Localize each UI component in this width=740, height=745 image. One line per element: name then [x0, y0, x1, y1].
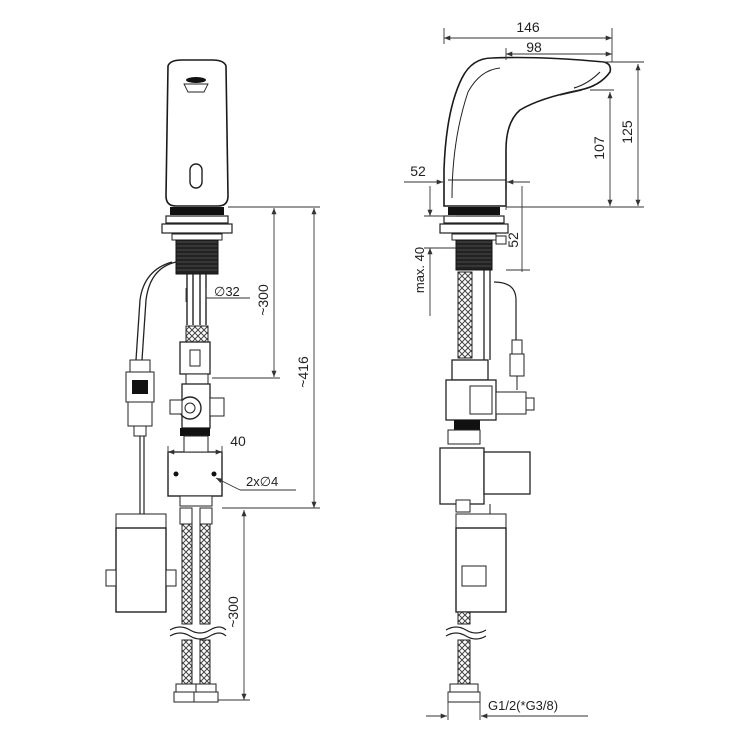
- dim-107: 107: [591, 136, 607, 160]
- side-dimensions: 146 98 107 125 52 52 max. 40: [404, 19, 644, 720]
- side-view: 146 98 107 125 52 52 max. 40: [404, 19, 644, 720]
- side-valve-block: [439, 359, 535, 513]
- side-braided-hose: [445, 611, 487, 703]
- dim-52-top: 52: [410, 163, 426, 179]
- dim-52-side: 52: [505, 232, 521, 248]
- dim-98: 98: [526, 39, 542, 55]
- dim-max-40: max. 40: [412, 247, 427, 293]
- sensor-window-icon: [186, 77, 206, 83]
- front-supply-tubes: [179, 274, 211, 385]
- side-faucet-body: [443, 56, 612, 207]
- front-mounting-base: [161, 207, 233, 275]
- front-braided-hoses: [169, 507, 227, 703]
- dim-125: 125: [619, 120, 635, 144]
- dim-diameter-32: ∅32: [214, 284, 240, 299]
- front-valve-block: [167, 383, 225, 507]
- mount-hole-right: [211, 471, 217, 477]
- front-sensor-cable: [125, 261, 177, 514]
- side-supply-tubes: [457, 270, 525, 390]
- dim-thread: G1/2(*G3/8): [488, 698, 558, 713]
- dim-40-width: 40: [230, 433, 246, 449]
- dim-holes: 2x∅4: [246, 474, 278, 489]
- front-dimensions: ~300 ∅32 ~416 40 2x∅4 ~300: [167, 206, 320, 701]
- mount-hole-left: [173, 471, 179, 477]
- front-control-box: [105, 513, 177, 613]
- dim-300-lower: ~300: [225, 596, 241, 628]
- indicator-slot: [189, 163, 203, 189]
- front-faucet-body: [165, 59, 229, 207]
- front-view: ~300 ∅32 ~416 40 2x∅4 ~300: [105, 59, 320, 703]
- dim-146: 146: [516, 19, 540, 35]
- side-mounting-base: [439, 207, 509, 271]
- dim-416: ~416: [295, 356, 311, 388]
- side-control-box: [455, 504, 507, 613]
- dim-300-upper: ~300: [255, 284, 271, 316]
